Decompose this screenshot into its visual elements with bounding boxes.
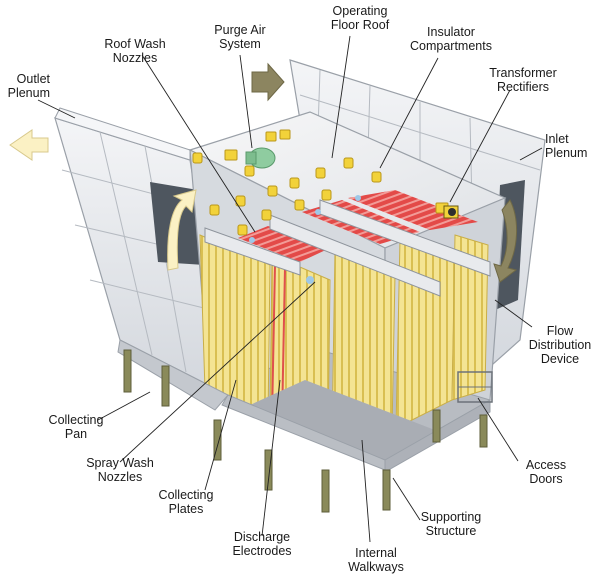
- label-outlet-plenum: Outlet Plenum: [7, 72, 50, 100]
- label-collecting-pan: Collecting Pan: [48, 413, 104, 441]
- spray-wash-nozzles: [249, 195, 361, 284]
- label-internal-walkways: Internal Walkways: [348, 546, 404, 574]
- label-access-doors: Access Doors: [525, 458, 567, 486]
- label-discharge-electrodes: Discharge Electrodes: [232, 530, 292, 558]
- leader-lines: [37, 35, 543, 543]
- label-collecting-plates: Collecting Plates: [158, 488, 214, 516]
- label-spray-wash-nozzles: Spray Wash Nozzles: [86, 456, 154, 484]
- outlet-flow-arrow: [9, 129, 197, 271]
- supporting-structure: [123, 349, 488, 513]
- access-doors: [457, 371, 493, 403]
- label-inlet-plenum: Inlet Plenum: [545, 132, 588, 160]
- label-roof-wash-nozzles: Roof Wash Nozzles: [104, 37, 166, 65]
- label-transformer-rectifiers: Transformer Rectifiers: [489, 66, 557, 94]
- label-operating-floor-roof: Operating Floor Roof: [330, 4, 390, 32]
- label-purge-air-system: Purge Air System: [214, 23, 266, 51]
- label-insulator-compartments: Insulator Compartments: [410, 25, 492, 53]
- internal-walkways: [204, 199, 491, 460]
- purge-air-system: [245, 147, 276, 169]
- inlet-flow-arrow: [251, 62, 518, 283]
- label-flow-distribution-device: Flow Distribution Device: [528, 324, 592, 366]
- insulator-compartments: [192, 129, 449, 236]
- label-supporting-structure: Supporting Structure: [420, 510, 482, 538]
- transformer-rectifiers: [443, 205, 459, 219]
